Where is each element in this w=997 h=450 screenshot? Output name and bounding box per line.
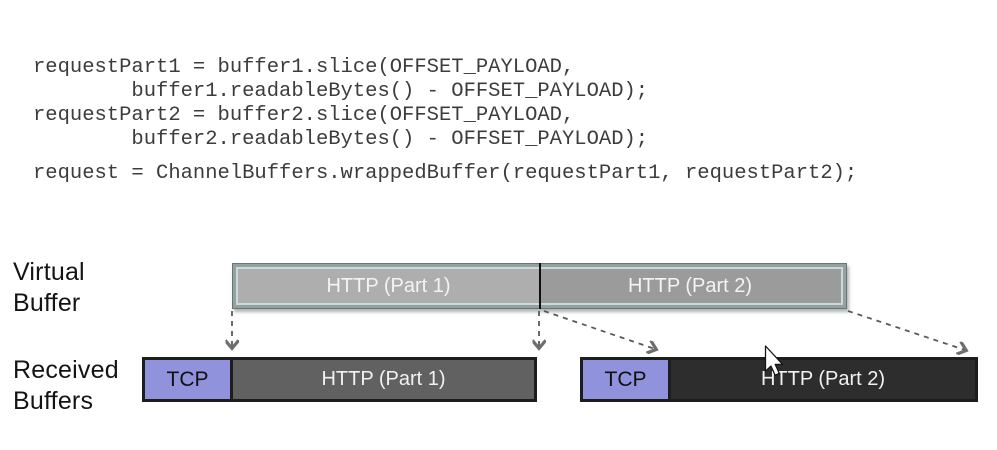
http-part2-segment: HTTP (Part 2) bbox=[671, 360, 975, 399]
code-snippet: requestPart1 = buffer1.slice(OFFSET_PAYL… bbox=[33, 56, 857, 186]
virtual-segment-http-part1: HTTP (Part 1) bbox=[238, 269, 539, 303]
virtual-segment-label: HTTP (Part 1) bbox=[326, 274, 451, 297]
http-part1-segment: HTTP (Part 1) bbox=[233, 360, 534, 399]
received-buffer-2: TCP HTTP (Part 2) bbox=[580, 357, 978, 402]
virtual-segment-http-part2: HTTP (Part 2) bbox=[539, 269, 841, 303]
tcp-segment: TCP bbox=[583, 360, 671, 399]
code-line: request = ChannelBuffers.wrappedBuffer(r… bbox=[33, 162, 858, 185]
tcp-label: TCP bbox=[166, 367, 209, 391]
virtual-buffer-divider bbox=[539, 263, 541, 309]
tcp-segment: TCP bbox=[145, 360, 233, 399]
tcp-label: TCP bbox=[604, 367, 647, 391]
virtual-buffer-label: Virtual Buffer bbox=[13, 258, 85, 317]
code-line: buffer2.readableBytes() - OFFSET_PAYLOAD… bbox=[33, 128, 649, 151]
code-line: requestPart2 = buffer2.slice(OFFSET_PAYL… bbox=[33, 104, 575, 127]
received-buffers-label: Received Buffers bbox=[13, 356, 119, 415]
received-buffer-1: TCP HTTP (Part 1) bbox=[142, 357, 537, 402]
virtual-segment-label: HTTP (Part 2) bbox=[627, 274, 753, 297]
http-part2-label: HTTP (Part 2) bbox=[760, 368, 886, 390]
arrow-vbuffer-end-to-part2-end bbox=[847, 310, 965, 350]
code-line: buffer1.readableBytes() - OFFSET_PAYLOAD… bbox=[33, 80, 649, 103]
code-line-blank bbox=[33, 152, 857, 162]
http-part1-label: HTTP (Part 1) bbox=[321, 368, 446, 390]
code-line: requestPart1 = buffer1.slice(OFFSET_PAYL… bbox=[33, 56, 575, 79]
arrow-vdivider-to-part2-start bbox=[543, 310, 655, 349]
